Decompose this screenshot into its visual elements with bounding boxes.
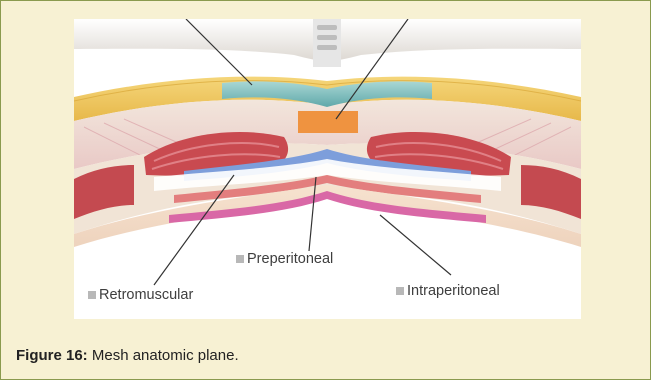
anatomy-illustration: Preperitoneal Retromuscular Intraperiton… — [74, 19, 581, 319]
pointer-intraperitoneal — [380, 215, 451, 275]
label-retromuscular: Retromuscular — [88, 287, 193, 303]
label-preperitoneal-text: Preperitoneal — [247, 251, 333, 267]
caption-prefix: Figure 16: — [16, 347, 88, 364]
legend-square — [236, 255, 244, 263]
label-intraperitoneal-text: Intraperitoneal — [407, 283, 500, 299]
caption-text: Mesh anatomic plane. — [92, 347, 239, 364]
legend-square — [396, 287, 404, 295]
legend-square — [88, 291, 96, 299]
label-preperitoneal: Preperitoneal — [236, 251, 333, 267]
label-intraperitoneal: Intraperitoneal — [396, 283, 500, 299]
abdominal-wall-diagram — [74, 19, 581, 319]
inlay-mesh — [298, 111, 358, 133]
figure-caption: Figure 16: Mesh anatomic plane. — [16, 347, 239, 364]
label-retromuscular-text: Retromuscular — [99, 287, 193, 303]
umbilicus — [313, 19, 341, 67]
